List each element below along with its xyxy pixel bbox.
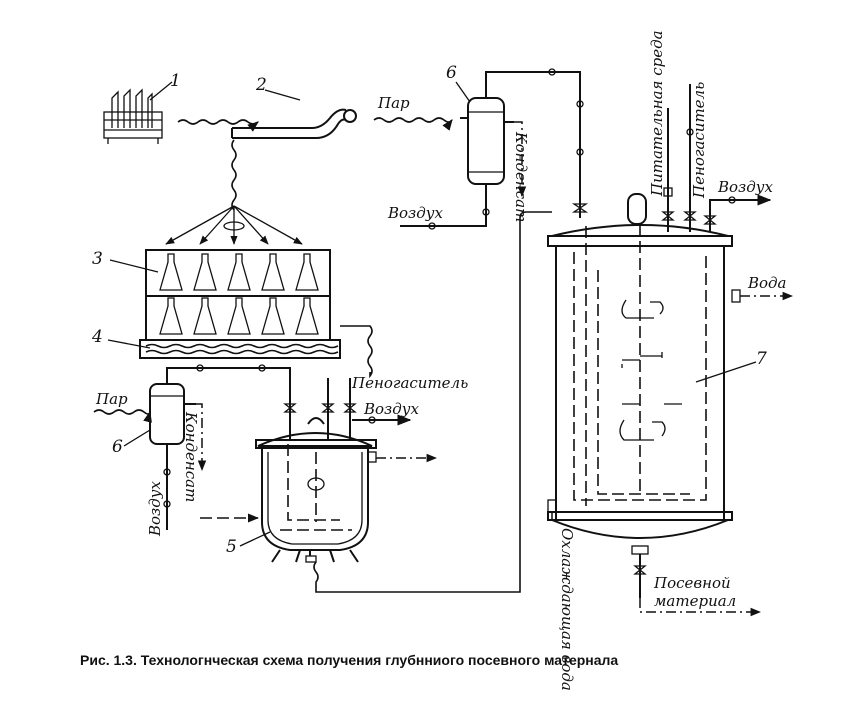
label-number-7: 7 <box>756 349 767 369</box>
label-seed-material-line2: материал <box>654 592 736 610</box>
seed-outlet <box>633 554 762 617</box>
leader-5 <box>239 531 271 547</box>
label-seed-material-line1: Посевной <box>653 574 731 592</box>
condensate-top-line <box>514 121 527 198</box>
label-steam-top: Пар <box>377 94 410 112</box>
steam-left-line <box>93 409 152 423</box>
transfer-line <box>313 211 552 593</box>
label-nutrient: Питательная среда <box>648 30 666 197</box>
label-number-6a: 6 <box>446 63 457 83</box>
label-water: Вода <box>747 274 787 292</box>
small-fermenter-valves <box>283 378 412 440</box>
leader-6a <box>455 81 471 103</box>
steam-top-line <box>373 117 453 131</box>
test-tube-rack <box>103 81 173 144</box>
distribution-rays <box>165 205 303 245</box>
condensate-left-line <box>196 403 207 472</box>
figure-caption: Рис. 1.3. Технологнческая схема получени… <box>80 652 619 668</box>
leader-6b <box>123 429 151 447</box>
label-number-3: 3 <box>92 249 103 269</box>
label-air-small: Воздух <box>363 400 419 418</box>
label-air-top: Воздух <box>387 204 443 222</box>
label-antifoam-small: Пеногаситель <box>351 374 468 392</box>
label-number-2: 2 <box>255 75 267 95</box>
label-cooling-water: Охлаждающая вода <box>558 528 576 691</box>
leader-3 <box>109 259 159 273</box>
leader-4 <box>107 339 151 349</box>
label-condensate-top: Конденсат <box>512 131 530 222</box>
leader-7 <box>695 361 757 383</box>
flow-arrow-1-2 <box>177 119 259 132</box>
production-fermenter <box>547 193 741 555</box>
label-number-1: 1 <box>170 71 181 91</box>
steam-pipe-left <box>166 367 291 428</box>
shaker-platform <box>139 339 341 359</box>
label-steam-left: Пар <box>95 390 128 408</box>
large-fermenter-inlets <box>661 84 772 232</box>
label-air-large: Воздух <box>717 178 773 196</box>
label-condensate-left: Конденсат <box>182 411 200 502</box>
seed-fermenter <box>255 417 377 563</box>
flow-4-5 <box>340 325 373 379</box>
seed-flask <box>231 89 357 139</box>
label-air-left: Воздух <box>146 481 164 537</box>
label-number-6b: 6 <box>112 437 123 457</box>
label-number-4: 4 <box>91 327 103 347</box>
label-number-5: 5 <box>226 537 237 557</box>
separator-top <box>460 84 514 200</box>
flask-shelf <box>145 249 331 341</box>
flow-2-3 <box>231 139 237 211</box>
steam-pipe-top <box>485 71 581 218</box>
label-antifoam-large: Пеногаситель <box>690 82 708 199</box>
